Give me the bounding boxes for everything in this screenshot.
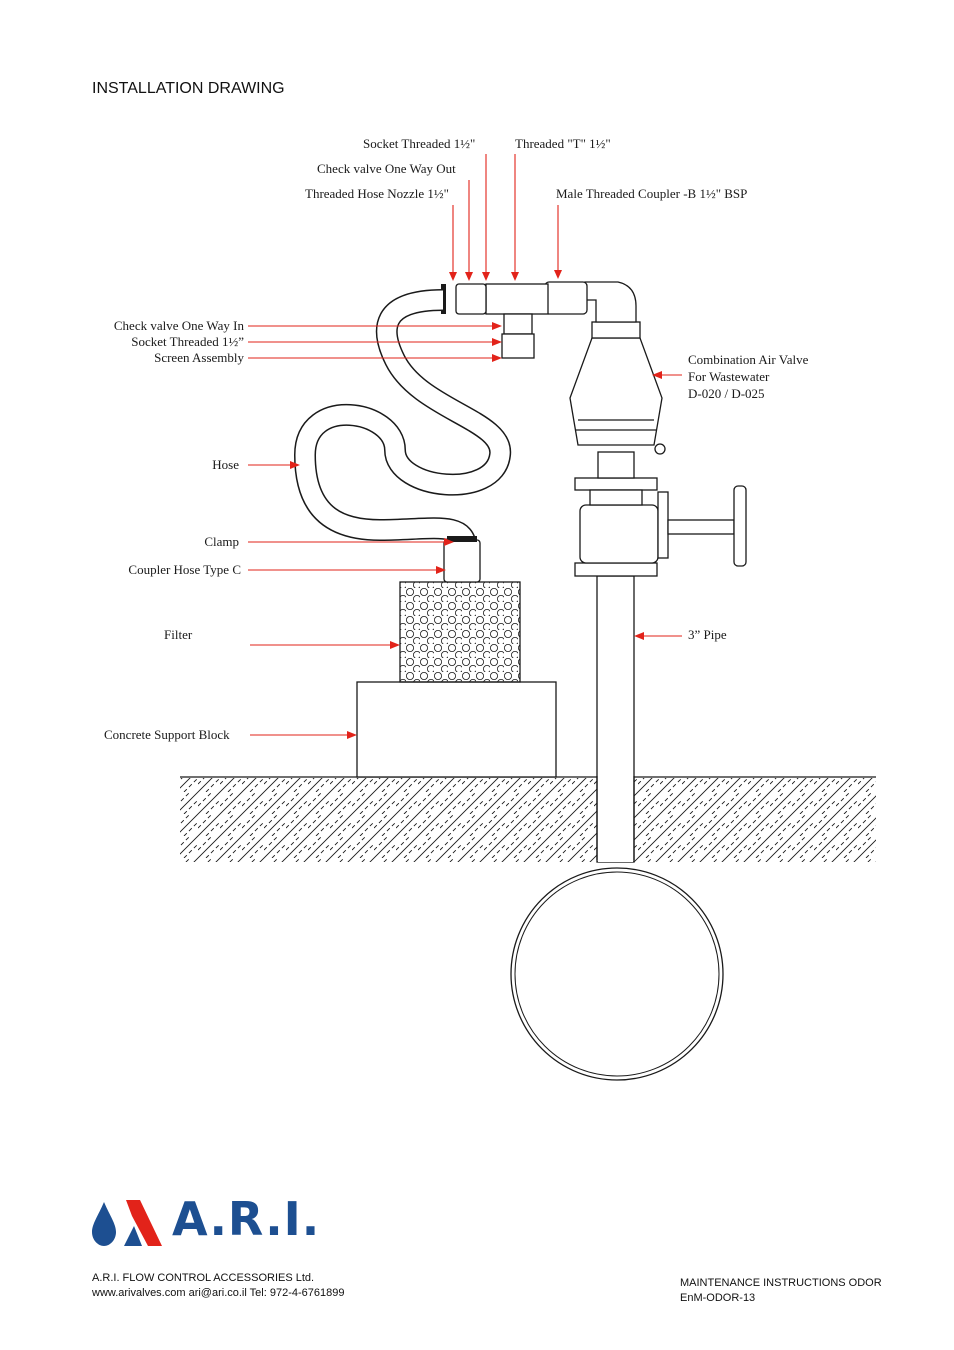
label-coupler-c: Coupler Hose Type C xyxy=(128,562,241,577)
label-hose: Hose xyxy=(212,457,239,472)
footer-document: MAINTENANCE INSTRUCTIONS ODOR EnM-ODOR-1… xyxy=(680,1276,882,1306)
gate-valve xyxy=(574,477,747,577)
label-concrete: Concrete Support Block xyxy=(104,727,230,742)
label-threaded-t: Threaded "T" 1½" xyxy=(515,136,611,151)
air-valve xyxy=(569,321,666,479)
footer-company: A.R.I. FLOW CONTROL ACCESSORIES Ltd. www… xyxy=(92,1271,344,1301)
doc-code: EnM-ODOR-13 xyxy=(680,1292,756,1304)
label-air-valve-1: Combination Air Valve xyxy=(688,352,809,367)
label-socket-top: Socket Threaded 1½" xyxy=(363,136,475,151)
label-air-valve-2: For Wastewater xyxy=(688,369,770,384)
leader-arrows xyxy=(248,154,682,739)
company-name: A.R.I. FLOW CONTROL ACCESSORIES Ltd. xyxy=(92,1272,315,1284)
label-check-out: Check valve One Way Out xyxy=(317,161,456,176)
ari-logo-icon xyxy=(92,1200,162,1246)
filter xyxy=(399,581,521,683)
label-male-coupler: Male Threaded Coupler -B 1½" BSP xyxy=(556,186,747,201)
label-clamp: Clamp xyxy=(204,534,239,549)
logo-wordmark: A.R.I. xyxy=(172,1192,321,1246)
label-socket-mid: Socket Threaded 1½” xyxy=(131,334,244,349)
top-fittings xyxy=(441,281,637,359)
label-filter: Filter xyxy=(164,627,193,642)
label-check-in: Check valve One Way In xyxy=(114,318,245,333)
concrete-block xyxy=(356,681,557,778)
label-air-valve-3: D-020 / D-025 xyxy=(688,386,765,401)
coupler-type-c xyxy=(443,536,481,583)
ground xyxy=(180,776,876,862)
doc-title: MAINTENANCE INSTRUCTIONS ODOR xyxy=(680,1277,882,1289)
main-pipe xyxy=(510,575,724,1081)
page-title: INSTALLATION DRAWING xyxy=(92,80,285,97)
company-contact: www.arivalves.com ari@ari.co.il Tel: 972… xyxy=(92,1287,345,1299)
label-screen: Screen Assembly xyxy=(154,350,244,365)
label-pipe: 3” Pipe xyxy=(688,627,727,642)
label-hose-nozzle: Threaded Hose Nozzle 1½" xyxy=(305,186,449,201)
